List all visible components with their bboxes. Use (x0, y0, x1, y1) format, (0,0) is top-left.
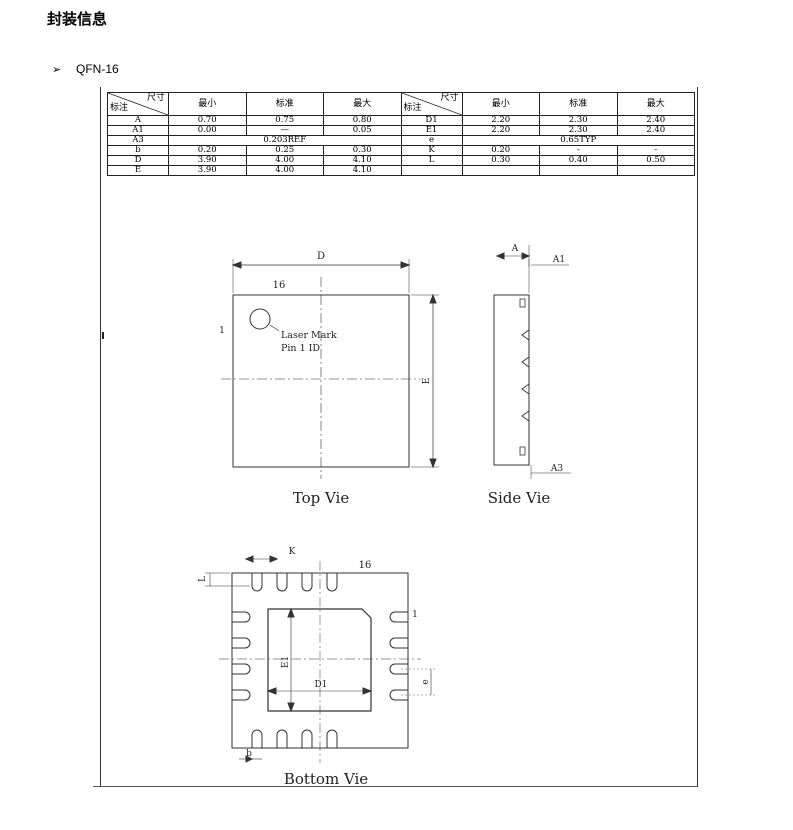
bullet-arrow-icon: ➢ (52, 64, 62, 76)
top-view (221, 259, 439, 479)
top-view-caption: Top Vie (293, 489, 350, 507)
label-a: A (511, 244, 519, 254)
label-d: D (317, 251, 325, 262)
label-b: b (246, 749, 252, 759)
bottom-view (205, 555, 437, 763)
label-e1: E1 (281, 656, 291, 668)
label-e-pitch: e (421, 679, 431, 684)
label-pin-16-top: 16 (273, 280, 286, 291)
label-pin-1-top: 1 (219, 326, 225, 336)
table-row: A1 0.00 — 0.05 E1 2.20 2.30 2.40 (107, 125, 695, 136)
package-name: QFN-16 (76, 62, 119, 76)
label-pin-16-bottom: 16 (359, 560, 372, 571)
col-nom-right: 标准 (539, 92, 618, 116)
corner-header-right: 尺寸 标注 (400, 92, 463, 116)
package-drawing-scan: 尺寸 标注 最小 标准 最大 尺寸 标注 最小 标准 最大 A 0.70 0.7… (93, 87, 698, 787)
col-min-right: 最小 (461, 92, 540, 116)
pin1-mark-icon (249, 308, 271, 330)
table-header-row: 尺寸 标注 最小 标准 最大 尺寸 标注 最小 标准 最大 (107, 92, 695, 116)
label-d1: D1 (315, 680, 328, 690)
col-max-right: 最大 (616, 92, 695, 116)
label-a3: A3 (550, 464, 563, 474)
side-view-caption: Side Vie (488, 489, 551, 507)
col-min-left: 最小 (168, 92, 247, 116)
side-view-body (493, 294, 530, 466)
side-view (493, 245, 571, 479)
label-pin-1-bottom: 1 (412, 610, 418, 620)
label-e: E (422, 378, 432, 385)
label-l: L (198, 576, 208, 582)
bottom-view-caption: Bottom Vie (284, 770, 368, 787)
exposed-pad (267, 608, 372, 712)
label-k: K (289, 547, 296, 557)
label-a1: A1 (552, 255, 565, 265)
pin1-id-text: Pin 1 ID (281, 343, 320, 354)
laser-mark-text: Laser Mark (281, 330, 337, 341)
mechanical-drawing: D 16 1 Laser Mark Pin 1 ID E Top Vie (102, 244, 571, 787)
page-title: 封装信息 (47, 10, 108, 28)
table-row: E 3.90 4.00 4.10 (107, 165, 695, 176)
dimension-table: 尺寸 标注 最小 标准 最大 尺寸 标注 最小 标准 最大 A 0.70 0.7… (107, 92, 695, 176)
scan-bottom-edge (93, 786, 697, 787)
package-bullet: ➢ QFN-16 (52, 62, 119, 76)
corner-header-left: 尺寸 标注 (107, 92, 169, 116)
